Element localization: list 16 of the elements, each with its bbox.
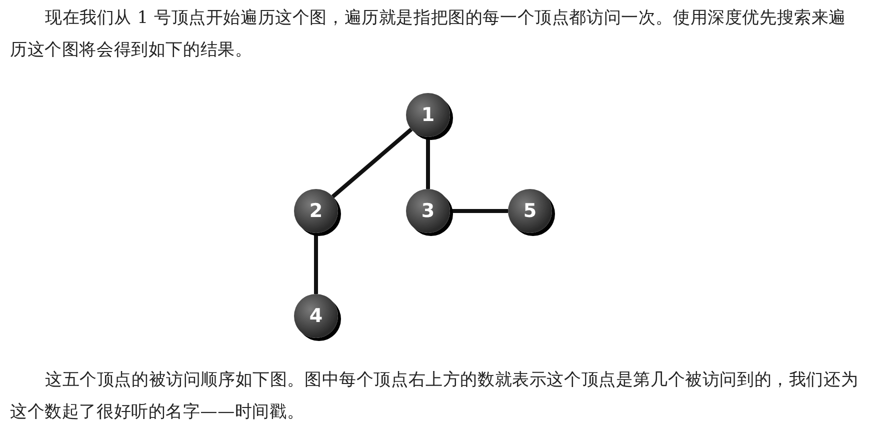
vertex-circle [294, 294, 338, 338]
vertex-number: 1 [421, 104, 435, 126]
vertex-number: 5 [523, 200, 537, 222]
vertex-number: 3 [421, 200, 435, 222]
paragraph: 这五个顶点的被访问顺序如下图。图中每个顶点右上方的数就表示这个顶点是第几个被访问到的，我们还为这个数起了很好听的名字——时间戳。 [10, 369, 860, 424]
vertex-circle [406, 93, 450, 137]
paragraph: 现在我们从 1 号顶点开始遍历这个图，遍历就是指把图的每一个顶点都访问一次。使用深度优先搜索来遍历这个图将会得到如下的结果。 [10, 7, 848, 62]
graph-edge [450, 209, 508, 213]
vertex-circle [294, 189, 338, 233]
graph-edge [426, 137, 430, 189]
graph-edge [314, 233, 318, 294]
vertex-circle [508, 189, 552, 233]
vertex-number: 4 [309, 305, 323, 327]
vertex-number: 2 [309, 200, 323, 222]
graph-edge [331, 128, 413, 198]
vertex-circle [406, 189, 450, 233]
